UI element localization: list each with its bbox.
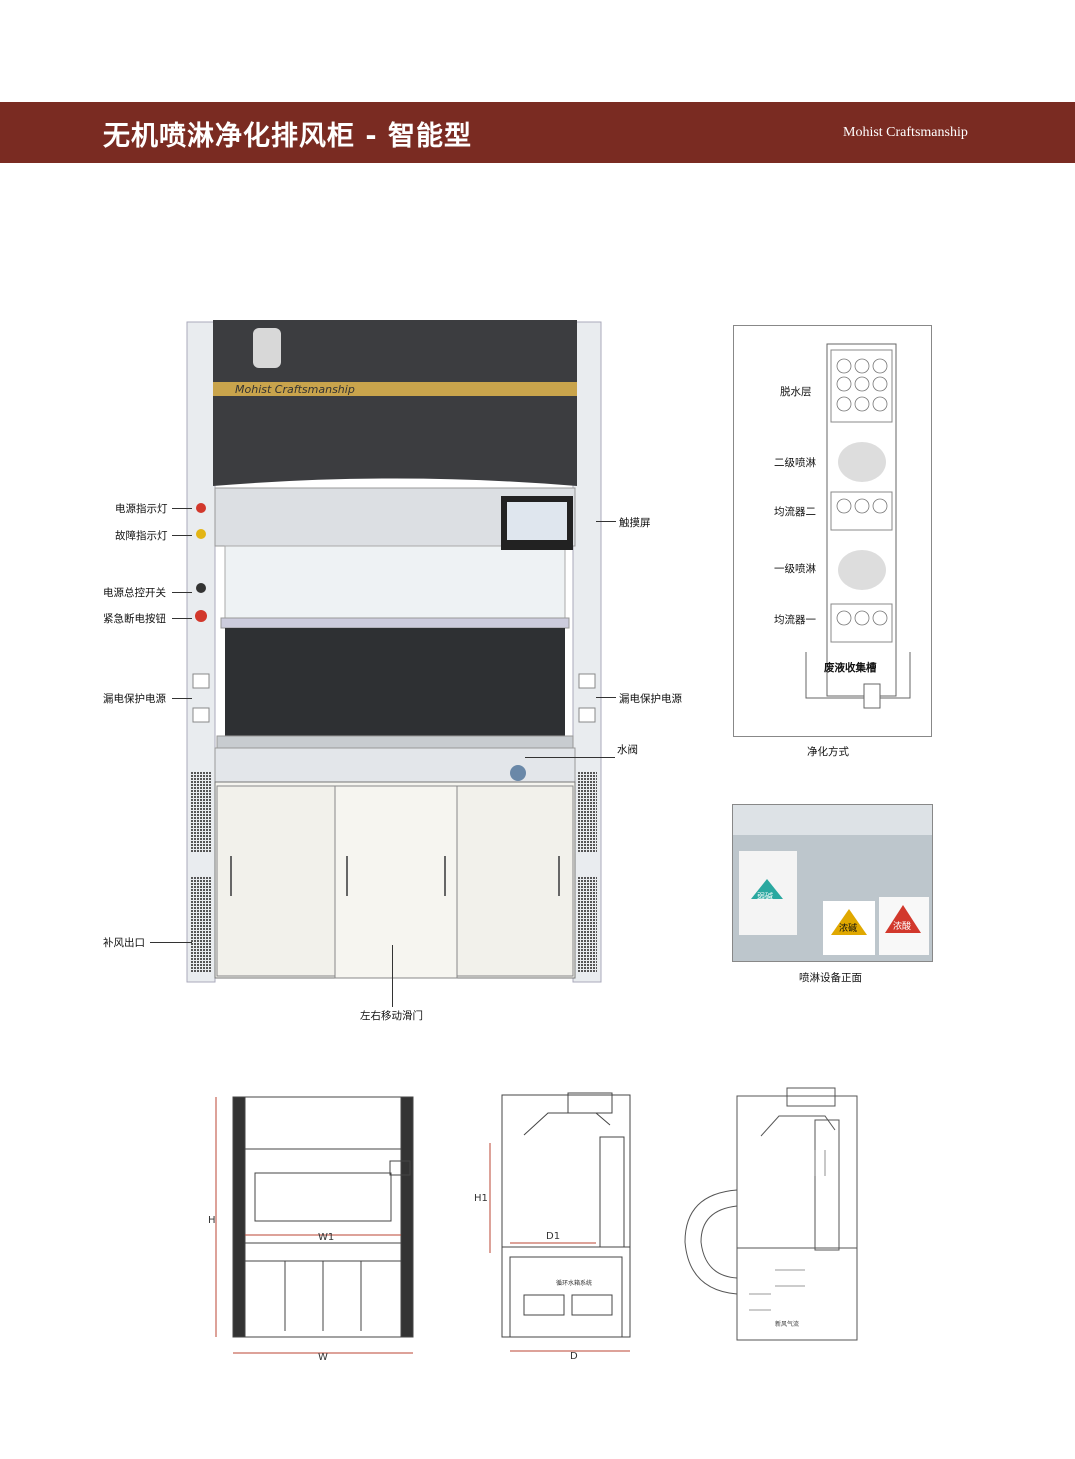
- hood-top: [213, 320, 577, 486]
- label-strong-base: 浓碱: [839, 924, 858, 934]
- side-d1-label: D1: [546, 1231, 560, 1242]
- sliding-door-middle[interactable]: [334, 785, 458, 979]
- side-h1-label: H1: [474, 1193, 488, 1204]
- header-banner: [0, 102, 1075, 163]
- callout-leakage-right: 漏电保护电源: [619, 693, 682, 705]
- sliding-door-left[interactable]: [216, 785, 336, 977]
- spray-equipment-photo: 弱碱 浓碱 浓酸: [732, 804, 933, 962]
- side-view-drawing: H1 D1 D 循环水箱系统: [474, 1092, 631, 1362]
- spray-photo-caption: 喷淋设备正面: [799, 972, 862, 984]
- power-light: [196, 503, 206, 513]
- callout-fault-light: 故障指示灯: [115, 530, 168, 542]
- water-valve[interactable]: [510, 765, 526, 781]
- front-w-label: W: [318, 1352, 328, 1363]
- callout-emergency-stop: 紧急断电按钮: [103, 613, 166, 625]
- callout-main-switch: 电源总控开关: [103, 587, 166, 599]
- callout-water-valve: 水阀: [617, 744, 638, 756]
- strong-acid-icon: [885, 905, 921, 933]
- label-weak-base: 弱碱: [757, 892, 773, 901]
- layer-dewater: 脱水层: [780, 386, 812, 398]
- work-surface: [216, 735, 574, 749]
- fume-hood-illustration: Mohist Craftsmanship: [186, 320, 602, 983]
- label-strong-acid: 浓酸: [893, 922, 912, 932]
- front-w1-label: W1: [318, 1232, 334, 1243]
- airflow-note: 新风气流: [775, 1320, 799, 1328]
- front-view-drawing: H W1 W: [208, 1096, 414, 1363]
- main-switch[interactable]: [196, 583, 206, 593]
- layer-diffuser1: 均流器一: [774, 614, 816, 626]
- callout-power-light: 电源指示灯: [115, 503, 168, 515]
- logo-icon: [253, 328, 281, 368]
- sliding-door-right[interactable]: [456, 785, 574, 977]
- work-chamber: [225, 628, 565, 736]
- airflow-drawing: 新风气流: [684, 1087, 858, 1341]
- emergency-stop-button[interactable]: [195, 610, 207, 622]
- purification-caption: 净化方式: [807, 746, 849, 758]
- left-pillar: [186, 321, 216, 983]
- callout-leakage-left: 漏电保护电源: [103, 693, 166, 705]
- layer-diffuser2: 均流器二: [774, 506, 816, 518]
- strong-base-icon: [831, 909, 867, 935]
- glass-sash[interactable]: [224, 545, 566, 619]
- layer-spray1: 一级喷淋: [774, 563, 816, 575]
- side-d-label: D: [570, 1351, 578, 1362]
- side-water-tank-note: 循环水箱系统: [556, 1279, 592, 1287]
- brand-strip-text: Mohist Craftsmanship: [235, 383, 355, 396]
- front-h-label: H: [208, 1215, 216, 1226]
- fault-light: [196, 529, 206, 539]
- page-title: 无机喷淋净化排风柜 - 智能型: [103, 121, 473, 152]
- right-pillar: [572, 321, 602, 983]
- weak-base-icon: [751, 879, 783, 899]
- callout-touchscreen: 触摸屏: [619, 517, 651, 529]
- purification-panel: 脱水层 二级喷淋 均流器二 一级喷淋 均流器一 废液收集槽: [733, 325, 932, 737]
- brand-strip: [213, 382, 577, 396]
- callout-air-outlet: 补风出口: [103, 937, 145, 949]
- layer-spray2: 二级喷淋: [774, 457, 816, 469]
- layer-tank: 废液收集槽: [824, 662, 877, 674]
- callout-sliding-door: 左右移动滑门: [360, 1010, 423, 1022]
- brand-name: Mohist Craftsmanship: [843, 125, 968, 140]
